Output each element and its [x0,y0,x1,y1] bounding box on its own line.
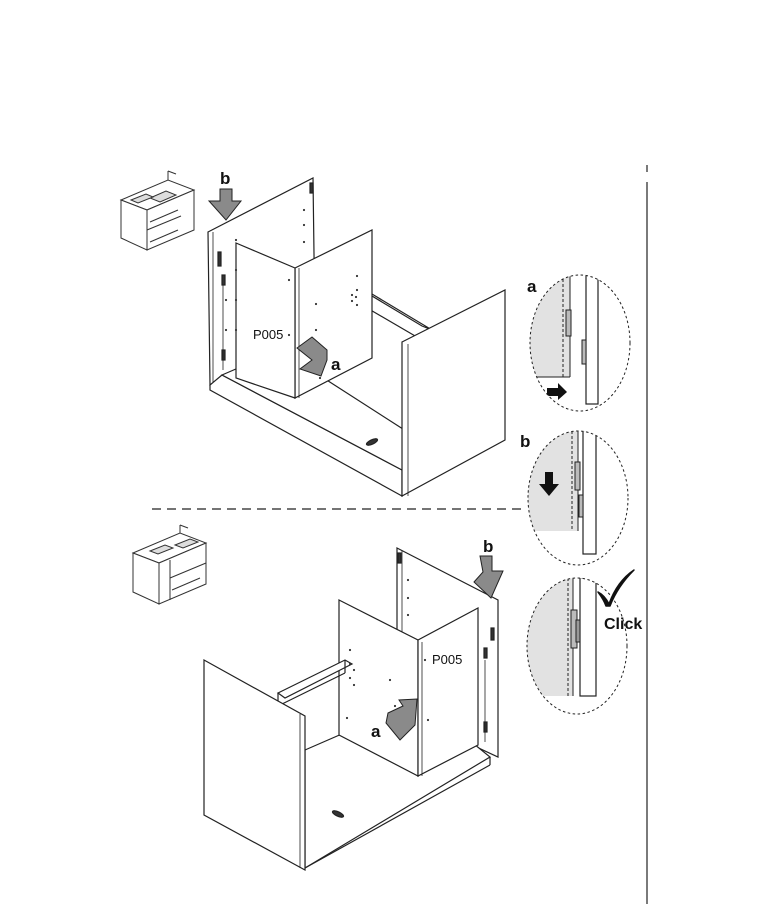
rail-bottom [276,659,354,699]
detail-a: a [527,274,631,412]
cabinet-top [207,177,506,498]
arrow-a-top [296,336,328,377]
arrow-b-bottom-label: b [483,537,493,556]
cabinet-bottom [203,547,499,872]
detail-b: b [520,430,629,566]
cabinet-thumbnail-bottom [131,524,208,605]
arrow-b-top [207,188,243,221]
right-side-panel-top [401,289,506,498]
arrow-a-bottom-label: a [371,722,381,741]
detail-a-label: a [527,277,537,296]
cabinet-thumbnail-top [119,170,196,251]
part-label-bottom: P005 [432,652,462,667]
side-panel-p005-top [235,242,296,399]
click-label: Click [604,616,642,633]
detail-b-label: b [520,432,530,451]
part-label-top: P005 [253,327,283,342]
detail-click: Click [526,569,642,715]
arrow-a-bottom [385,698,418,741]
arrow-a-top-label: a [331,355,341,374]
left-side-panel-bottom [203,658,306,872]
arrow-b-top-label: b [220,169,230,188]
arrow-b-bottom [473,555,504,599]
side-panel-p005-bottom [417,607,479,777]
checkmark-icon [597,569,635,607]
